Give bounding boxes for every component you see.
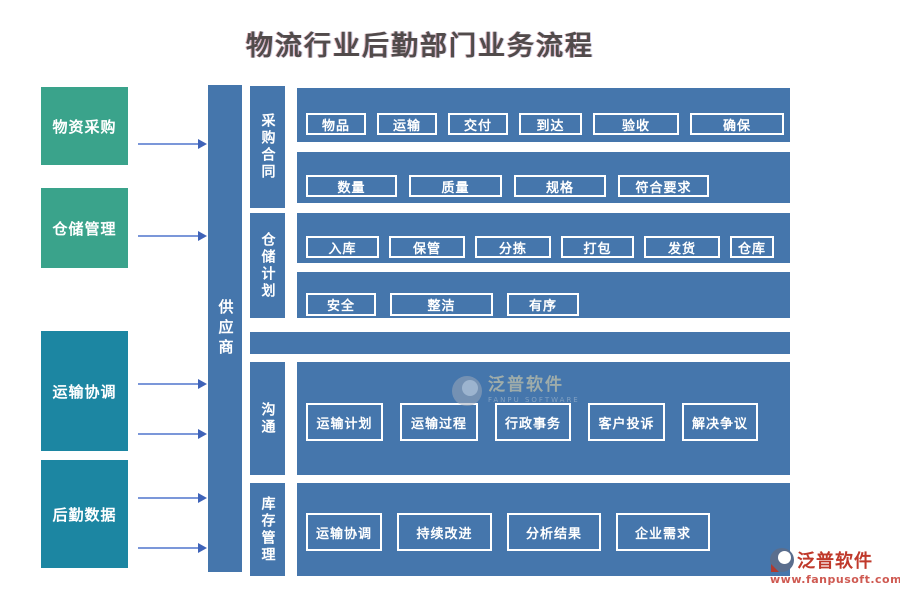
section-label-2: 仓储计划	[250, 213, 285, 318]
process-step-chip: 打包	[561, 236, 634, 258]
process-step-chip: 符合要求	[618, 175, 709, 197]
process-step-chip: 仓库	[730, 236, 774, 258]
supplier-bar-label: 供应商	[216, 298, 235, 359]
left-node-1: 物资采购	[41, 87, 128, 165]
process-step-chip: 运输过程	[400, 403, 478, 441]
fanpu-logo-icon	[770, 548, 794, 572]
process-step-chip: 运输计划	[306, 403, 383, 441]
fanpu-watermark-logo-icon	[452, 376, 482, 406]
section-label-4: 库存管理	[250, 483, 285, 576]
process-step-chip: 运输	[377, 113, 437, 135]
process-step-chip: 安全	[306, 293, 376, 316]
process-step-chip: 确保	[690, 113, 784, 135]
process-step-chip: 整洁	[390, 293, 493, 316]
section-label-1: 采购合同	[250, 86, 285, 208]
flow-arrow-2	[138, 231, 207, 241]
process-step-chip: 质量	[409, 175, 502, 197]
process-step-chip: 交付	[448, 113, 508, 135]
process-step-chip: 到达	[519, 113, 582, 135]
section-label-3: 沟通	[250, 362, 285, 475]
flow-arrow-5	[138, 493, 207, 503]
process-step-chip: 数量	[306, 175, 397, 197]
section-label-text: 沟通	[259, 401, 276, 436]
process-step-chip: 发货	[644, 236, 720, 258]
flow-arrow-4	[138, 429, 207, 439]
process-step-chip: 客户投诉	[588, 403, 665, 441]
process-step-chip: 分拣	[475, 236, 551, 258]
process-step-chip: 保管	[389, 236, 465, 258]
connector-band	[250, 332, 790, 354]
fanpu-logo-brand: 泛普软件	[797, 551, 873, 572]
fanpu-logo-url: www.fanpusoft.com	[770, 573, 900, 586]
process-band-3: 入库保管分拣打包发货仓库	[297, 213, 790, 263]
process-band-2: 数量质量规格符合要求	[297, 152, 790, 203]
process-step-chip: 分析结果	[507, 513, 601, 551]
left-node-2: 仓储管理	[41, 188, 128, 268]
process-step-chip: 物品	[306, 113, 366, 135]
section-label-text: 采购合同	[259, 113, 276, 181]
section-label-text: 仓储计划	[259, 231, 276, 300]
process-step-chip: 入库	[306, 236, 379, 258]
process-step-chip: 行政事务	[495, 403, 571, 441]
left-node-3: 运输协调	[41, 331, 128, 451]
process-band-1: 物品运输交付到达验收确保	[297, 88, 790, 142]
process-step-chip: 解决争议	[682, 403, 758, 441]
process-step-chip: 运输协调	[306, 513, 382, 551]
flow-arrow-3	[138, 379, 207, 389]
process-step-chip: 企业需求	[616, 513, 710, 551]
process-step-chip: 规格	[514, 175, 606, 197]
process-band-5: 运输计划运输过程行政事务客户投诉解决争议	[297, 362, 790, 475]
process-step-chip: 验收	[593, 113, 679, 135]
supplier-bar: 供应商	[208, 85, 242, 572]
process-step-chip: 持续改进	[397, 513, 492, 551]
process-band-6: 运输协调持续改进分析结果企业需求	[297, 483, 790, 576]
flow-arrow-1	[138, 139, 207, 149]
process-step-chip: 有序	[507, 293, 579, 316]
flow-arrow-6	[138, 543, 207, 553]
watermark: 泛普软件 FANPU SOFTWARE	[452, 376, 580, 406]
left-node-4: 后勤数据	[41, 460, 128, 568]
watermark-subtext: FANPU SOFTWARE	[488, 395, 580, 404]
page-title: 物流行业后勤部门业务流程	[246, 31, 594, 62]
process-band-4: 安全整洁有序	[297, 272, 790, 318]
fanpu-logo: 泛普软件 www.fanpusoft.com	[770, 547, 900, 586]
section-label-text: 库存管理	[259, 495, 276, 564]
watermark-text: 泛普软件	[488, 375, 564, 395]
